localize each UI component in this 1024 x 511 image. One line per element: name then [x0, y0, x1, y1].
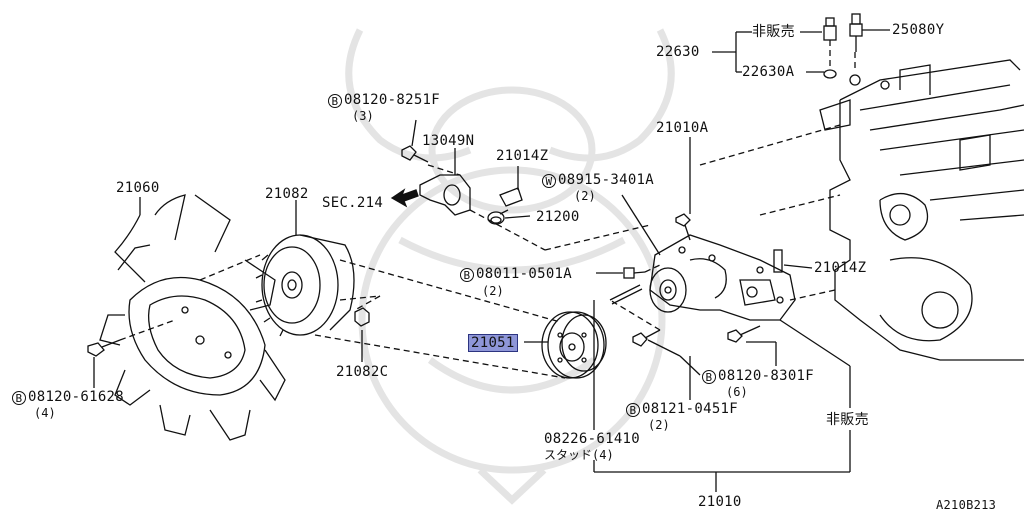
sensor-25080Y [849, 13, 863, 52]
qty-08011-0501a: (2) [482, 284, 504, 298]
part-number: 08915-3401A [558, 172, 655, 188]
bolt-mark: B [328, 94, 342, 108]
bolt-mark: B [702, 370, 716, 384]
label-21014z-top: 21014Z [496, 148, 549, 164]
fan-coupling [255, 234, 355, 337]
sec-arrow [390, 188, 419, 208]
label-21200: 21200 [536, 209, 580, 225]
label-21060: 21060 [116, 180, 160, 196]
label-25080y: 25080Y [892, 22, 945, 38]
qty-08915-3401a: (2) [574, 189, 596, 203]
qty-08120-61628: (4) [34, 406, 56, 420]
diagram-code: A210B213 [936, 498, 997, 511]
water-outlet [419, 174, 471, 216]
label-nonsale-right: 非販売 [826, 412, 869, 428]
label-21051-highlighted[interactable]: 21051 [468, 334, 518, 352]
label-21010a: 21010A [656, 120, 709, 136]
part-number: 08120-8251F [344, 92, 441, 108]
part-number: 08011-0501A [476, 266, 573, 282]
cooling-fan [99, 194, 286, 441]
part-number: 08120-61628 [28, 389, 125, 405]
label-22630: 22630 [656, 44, 700, 60]
label-13049n: 13049N [422, 133, 475, 149]
bolt-08120-61628 [87, 339, 121, 357]
pulley [541, 311, 607, 379]
bolt-08120-8251F [401, 145, 429, 163]
label-21014z-right: 21014Z [814, 260, 867, 276]
label-stud-desc: スタッド(4) [544, 448, 614, 462]
bolt-08011-0501A [623, 267, 646, 279]
label-sec-214: SEC.214 [322, 195, 384, 211]
bolt-mark: B [12, 391, 26, 405]
qty-08120-8251f: (3) [352, 109, 374, 123]
qty-08121-0451f: (2) [648, 418, 670, 432]
nut-21082c [354, 307, 370, 327]
stud [609, 284, 643, 305]
thermostat-21200 [487, 211, 505, 225]
bolt-21010A [675, 213, 691, 241]
sensor-22630 [823, 17, 837, 79]
leader-lines [93, 29, 890, 492]
label-21010: 21010 [698, 494, 742, 510]
part-number: 08120-8301F [718, 368, 815, 384]
qty-08120-8301f: (6) [726, 385, 748, 399]
label-21082: 21082 [265, 186, 309, 202]
label-22630-nonsale: 非販売 [752, 24, 795, 40]
water-pump [649, 234, 796, 321]
bolt-mark: B [626, 403, 640, 417]
watermark-emblem [345, 28, 675, 505]
washer-mark: W [542, 174, 556, 188]
label-22630a: 22630A [742, 64, 795, 80]
label-21082c: 21082C [336, 364, 389, 380]
bolt-08120-8301F [727, 325, 761, 343]
bolt-mark: B [460, 268, 474, 282]
assembly-lines [119, 40, 856, 379]
label-stud-08226-61410: 08226-61410 [544, 431, 641, 447]
bolt-08121-0451F [632, 329, 661, 347]
part-number: 08121-0451F [642, 401, 739, 417]
engine-block [819, 59, 1024, 361]
